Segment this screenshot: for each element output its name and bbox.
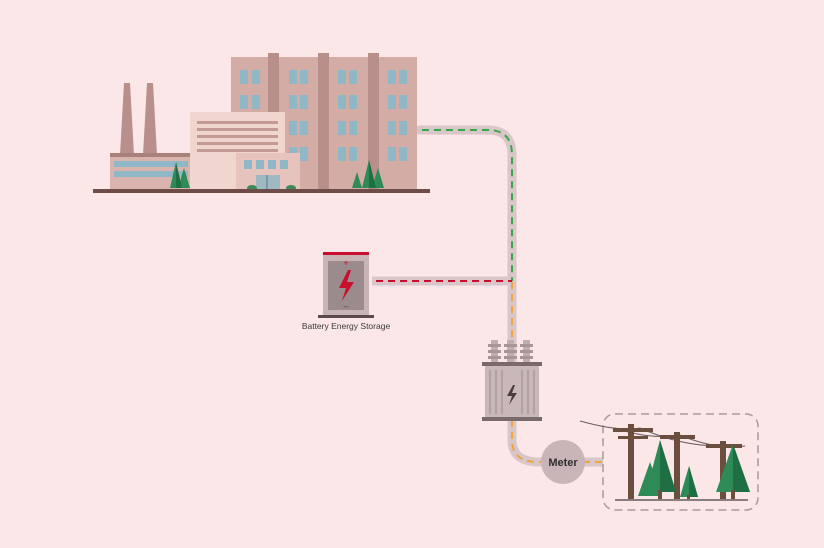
battery-icon: + –	[318, 252, 374, 318]
consumer-area	[579, 413, 759, 511]
meter-icon	[541, 440, 585, 484]
grid-flow-line	[422, 129, 513, 281]
svg-text:+: +	[343, 258, 348, 268]
svg-text:–: –	[343, 301, 348, 311]
battery-label: Battery Energy Storage	[302, 321, 391, 331]
meter-label: Meter	[548, 457, 578, 469]
power-pole-icon	[613, 424, 742, 500]
lightning-icon	[339, 270, 354, 301]
transformer-icon	[482, 340, 542, 421]
main-conduit	[415, 125, 517, 367]
factory-icon	[93, 53, 430, 193]
consumer-flow-line-2	[511, 420, 545, 463]
